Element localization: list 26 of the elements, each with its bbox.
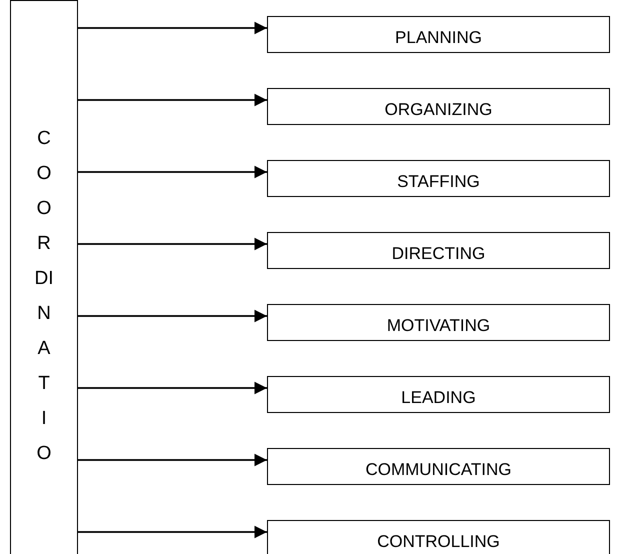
box-label: CONTROLLING xyxy=(377,532,500,552)
arrow xyxy=(78,22,267,34)
box-label: LEADING xyxy=(401,388,476,408)
process-box xyxy=(267,448,610,485)
arrow xyxy=(78,166,267,178)
process-box xyxy=(267,376,610,413)
process-box xyxy=(267,520,610,554)
vertical-label: C O O R DI N A T I O xyxy=(34,127,54,466)
arrow xyxy=(78,454,267,466)
process-box xyxy=(267,16,610,53)
process-box xyxy=(267,232,610,269)
arrow xyxy=(78,526,267,538)
arrow xyxy=(78,310,267,322)
process-box xyxy=(267,88,610,125)
process-box xyxy=(267,160,610,197)
box-label: PLANNING xyxy=(395,28,482,48)
box-label: STAFFING xyxy=(397,172,480,192)
arrow xyxy=(78,238,267,250)
box-label: ORGANIZING xyxy=(384,100,492,120)
arrow xyxy=(78,94,267,106)
arrow xyxy=(78,382,267,394)
box-label: COMMUNICATING xyxy=(365,460,512,480)
box-label: MOTIVATING xyxy=(386,316,490,336)
process-box xyxy=(267,304,610,341)
box-label: DIRECTING xyxy=(392,244,486,264)
vertical-box xyxy=(10,0,78,554)
